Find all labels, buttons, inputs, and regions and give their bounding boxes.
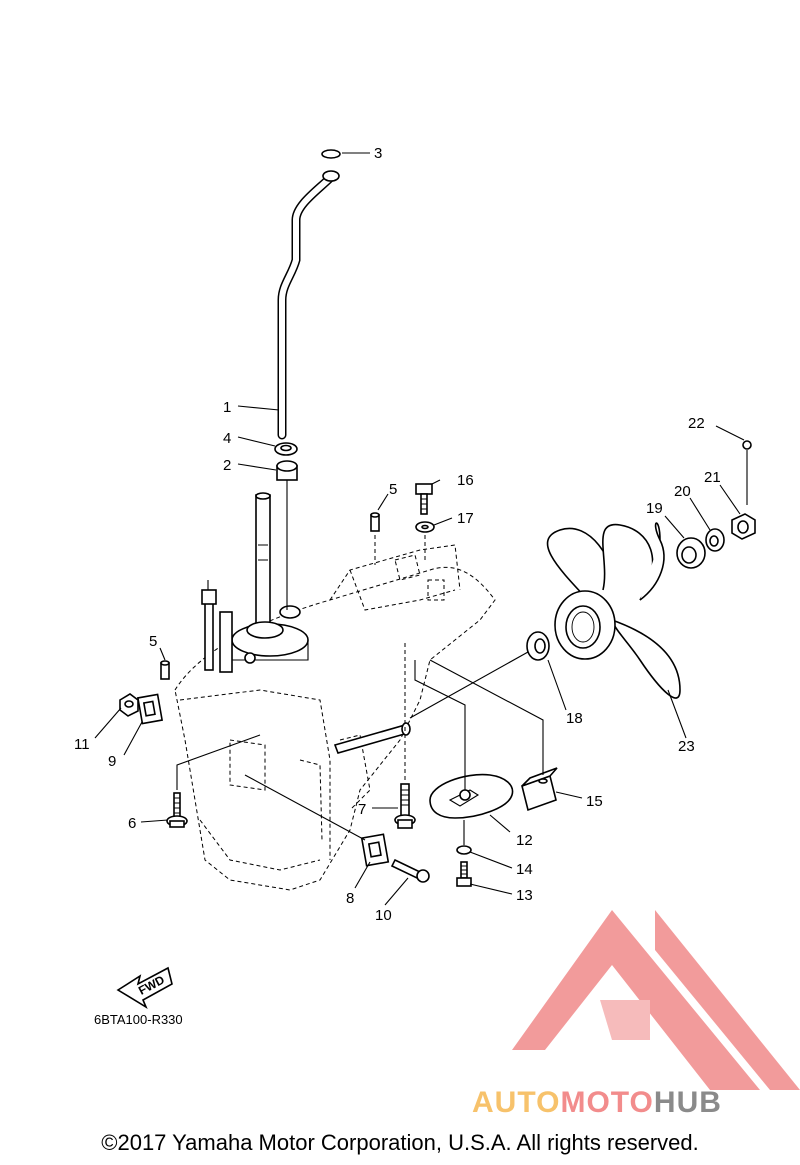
- propeller-23: [546, 522, 681, 699]
- callout-13: 13: [516, 887, 533, 904]
- callout-1: 1: [223, 399, 231, 416]
- drive-shaft: [255, 492, 271, 626]
- anode-12: [429, 773, 514, 819]
- callout-4: 4: [223, 430, 231, 447]
- washer-14: [456, 845, 472, 855]
- bolt-6: [166, 792, 188, 828]
- nut-11: [119, 693, 139, 717]
- callout-17: 17: [457, 510, 474, 527]
- callout-22: 22: [688, 415, 705, 432]
- callout-19: 19: [646, 500, 663, 517]
- dowel-pin-upper: [370, 512, 380, 532]
- callout-16: 16: [457, 472, 474, 489]
- watermark-hub: HUB: [653, 1086, 722, 1119]
- grommet-4: [274, 442, 298, 456]
- lower-casing: [174, 544, 496, 891]
- nut-21: [731, 513, 756, 540]
- water-pump-housing: [231, 605, 309, 664]
- propeller-shaft: [333, 722, 411, 754]
- callout-18: 18: [566, 710, 583, 727]
- callout-labels: 1 2 3 4 5 5 6 7 8 9 10 11 12 13 14 15 16…: [74, 145, 721, 924]
- callout-15: 15: [586, 793, 603, 810]
- leader-lines: [94, 152, 745, 906]
- anode-15: [521, 767, 558, 812]
- callout-2: 2: [223, 457, 231, 474]
- diagram-code: 6BTA100-R330: [94, 1012, 183, 1027]
- callout-7: 7: [358, 801, 366, 818]
- dowel-pin-lower: [160, 660, 170, 680]
- grommet-3: [321, 149, 341, 159]
- callout-8: 8: [346, 890, 354, 907]
- spacer-19: [676, 537, 706, 569]
- bolt-16: [415, 483, 433, 515]
- watermark-logo-icon: [512, 910, 800, 1090]
- callout-23: 23: [678, 738, 695, 755]
- cotter-pin-22: [742, 440, 752, 505]
- callout-11: 11: [74, 736, 90, 753]
- shift-rod: [201, 580, 233, 673]
- callout-10: 10: [375, 907, 392, 924]
- seal-2: [276, 460, 298, 481]
- watermark-auto: AUTO: [472, 1086, 561, 1119]
- bolt-13: [456, 861, 472, 887]
- watermark-text: AUTOMOTOHUB: [472, 1086, 722, 1120]
- callout-5-lower: 5: [149, 633, 157, 650]
- callout-6: 6: [128, 815, 136, 832]
- callout-5-upper: 5: [389, 481, 397, 498]
- callout-21: 21: [704, 469, 721, 486]
- plate-8: [360, 833, 390, 867]
- water-tube: [277, 170, 340, 440]
- callout-14: 14: [516, 861, 533, 878]
- plate-9: [136, 693, 164, 725]
- watermark-moto: MOTO: [560, 1086, 654, 1119]
- fwd-arrow: FWD: [116, 966, 173, 1009]
- callout-12: 12: [516, 832, 533, 849]
- washer-17: [415, 521, 435, 533]
- bolt-10: [390, 858, 430, 883]
- bolt-7: [394, 783, 416, 829]
- callout-20: 20: [674, 483, 691, 500]
- callout-3: 3: [374, 145, 382, 162]
- copyright-notice: ©2017 Yamaha Motor Corporation, U.S.A. A…: [101, 1130, 699, 1155]
- thrust-washer-18: [526, 631, 550, 661]
- washer-20: [705, 528, 725, 552]
- callout-9: 9: [108, 753, 116, 770]
